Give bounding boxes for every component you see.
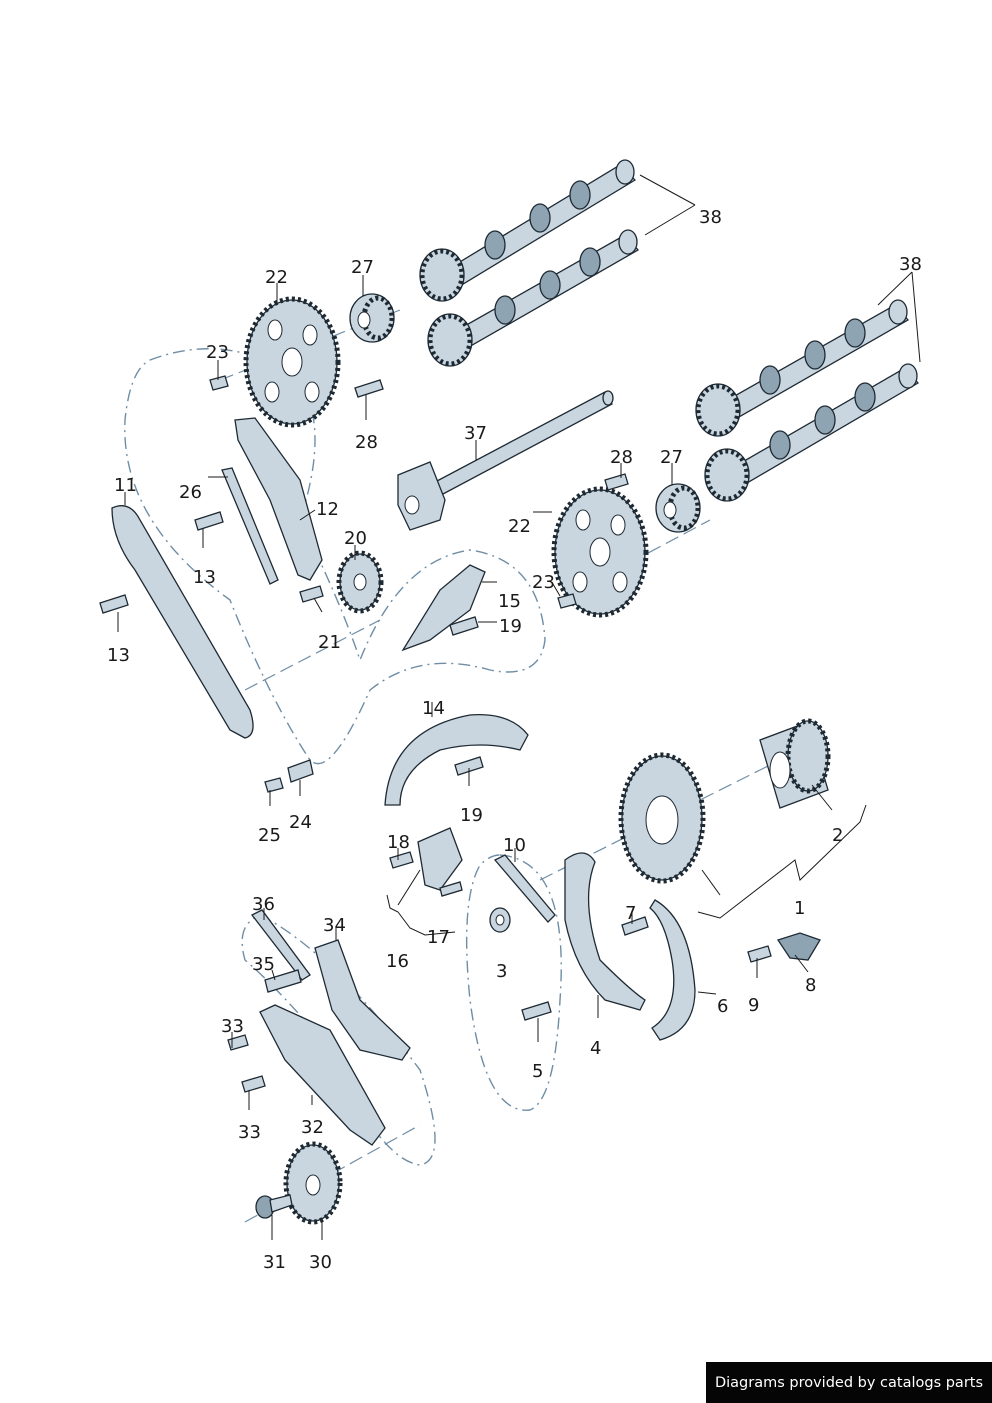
callout-6: 6 [717,996,728,1017]
camshaft-sprocket-left [243,296,341,428]
drive-sprocket-20 [336,550,384,614]
oil-pump-sprocket-30 [283,1141,343,1225]
credit-badge: Diagrams provided by catalogs parts [706,1362,992,1403]
callout-19: 19 [460,805,483,826]
crankshaft-sleeve [759,718,831,809]
callout-27: 27 [351,257,374,278]
callout-8: 8 [805,975,816,996]
callout-20: 20 [344,528,367,549]
callout-2: 2 [832,825,843,846]
callout-28: 28 [610,447,633,468]
axis-guide-11 [244,619,381,691]
callout-23: 23 [532,572,555,593]
callout-14: 14 [422,698,445,719]
callout-30: 30 [309,1252,332,1273]
guide-rail-34 [314,939,411,1061]
camshaft-sprocket-right [551,486,649,618]
oil-pump-chain-path [465,854,562,1111]
sprocket-hub-left [349,293,395,343]
leader-lines [117,174,921,1240]
callout-36: 36 [252,894,275,915]
callout-33: 33 [238,1122,261,1143]
callout-25: 25 [258,825,281,846]
guide-rail-6 [649,899,696,1041]
tensioning-rail-11 [111,505,254,739]
callout-12: 12 [316,499,339,520]
callout-28: 28 [355,432,378,453]
callout-22: 22 [265,267,288,288]
callout-labels: 38 38 22 27 23 28 37 28 27 22 23 11 26 1… [107,207,922,1273]
bolt-31 [255,1194,293,1219]
callout-1: 1 [794,898,805,919]
tensioning-rail-32 [259,1004,386,1146]
callout-4: 4 [590,1038,601,1059]
upper-chain-path [124,348,546,765]
callout-13: 13 [193,567,216,588]
crankshaft-gear [618,752,706,884]
callout-38: 38 [699,207,722,228]
camshaft-right-upper [695,299,910,437]
callout-31: 31 [263,1252,286,1273]
callout-38: 38 [899,254,922,275]
callout-18: 18 [387,832,410,853]
callout-33: 33 [221,1016,244,1037]
chain-tensioner-18 [417,827,463,891]
callout-27: 27 [660,447,683,468]
credit-text: Diagrams provided by catalogs parts [714,1374,984,1391]
chain-26 [221,467,279,585]
callout-24: 24 [289,812,312,833]
callout-23: 23 [206,342,229,363]
callout-32: 32 [301,1117,324,1138]
callout-37: 37 [464,423,487,444]
callout-22: 22 [508,516,531,537]
callout-10: 10 [503,835,526,856]
callout-21: 21 [318,632,341,653]
intermediate-shaft [397,390,614,531]
callout-5: 5 [532,1061,543,1082]
callout-13: 13 [107,645,130,666]
guide-rail-12 [234,417,323,581]
callout-15: 15 [498,591,521,612]
camshaft-left-lower [427,229,640,367]
tensioning-rail-4 [564,852,646,1011]
chain-36 [251,909,311,981]
spring-8 [776,932,821,961]
callout-9: 9 [748,995,759,1016]
sprocket-hub-right [655,483,701,533]
camshaft-right-lower [704,363,920,502]
camshaft-left-upper [419,159,637,302]
guide-rail-14 [384,714,529,806]
callout-17: 17 [427,927,450,948]
callout-26: 26 [179,482,202,503]
callout-35: 35 [252,954,275,975]
chain-10 [493,854,556,923]
callout-34: 34 [323,915,346,936]
callout-7: 7 [625,903,636,924]
chain-tensioner-15 [401,564,486,652]
washer-3-hole [495,914,505,926]
small-bolts [99,375,772,1093]
callout-16: 16 [386,951,409,972]
callout-11: 11 [114,475,137,496]
callout-19: 19 [499,616,522,637]
callout-3: 3 [496,961,507,982]
